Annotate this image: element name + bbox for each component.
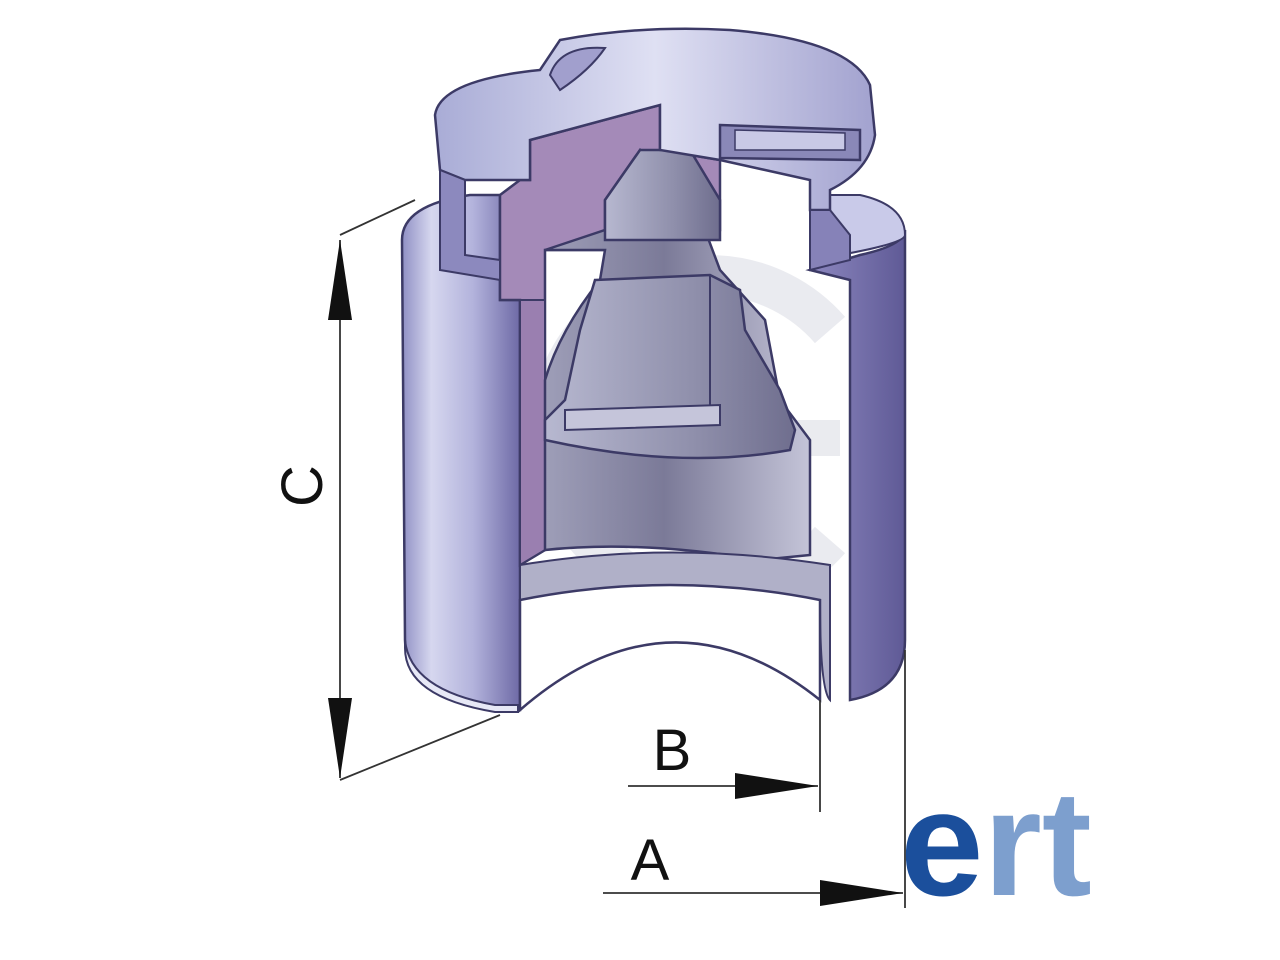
piston-cap [433, 27, 877, 282]
logo-e: e [900, 759, 983, 927]
ert-logo: ert [900, 759, 1092, 927]
dim-a-arrow [820, 880, 903, 906]
dim-c-arrow-bottom [328, 698, 352, 778]
logo-rt: rt [983, 759, 1091, 927]
cone-band [564, 403, 721, 432]
groove-right [809, 209, 851, 272]
dim-c-ext-bottom [339, 714, 501, 781]
logo-text: ert [900, 759, 1092, 927]
body-bottom-rim [404, 639, 519, 713]
dimension-b: B [628, 700, 821, 812]
inner-cone [543, 148, 797, 460]
cap-top [433, 27, 877, 212]
bore-opening [518, 583, 822, 713]
dim-b-label: B [653, 718, 692, 783]
dim-a-label: A [631, 828, 670, 893]
cap-notch [548, 46, 607, 92]
body-right-shell [805, 229, 907, 702]
groove-left [439, 168, 501, 282]
dim-c-ext-top [339, 199, 416, 236]
cap-slot-floor [734, 129, 846, 151]
dimension-a: A [603, 650, 906, 908]
cone-tip [603, 148, 722, 242]
dim-c-label: C [270, 465, 335, 507]
cut-face-right [519, 299, 546, 567]
dimension-c: C [270, 199, 501, 781]
dim-b-arrow [735, 773, 818, 799]
dim-c-arrow-top [328, 240, 352, 320]
